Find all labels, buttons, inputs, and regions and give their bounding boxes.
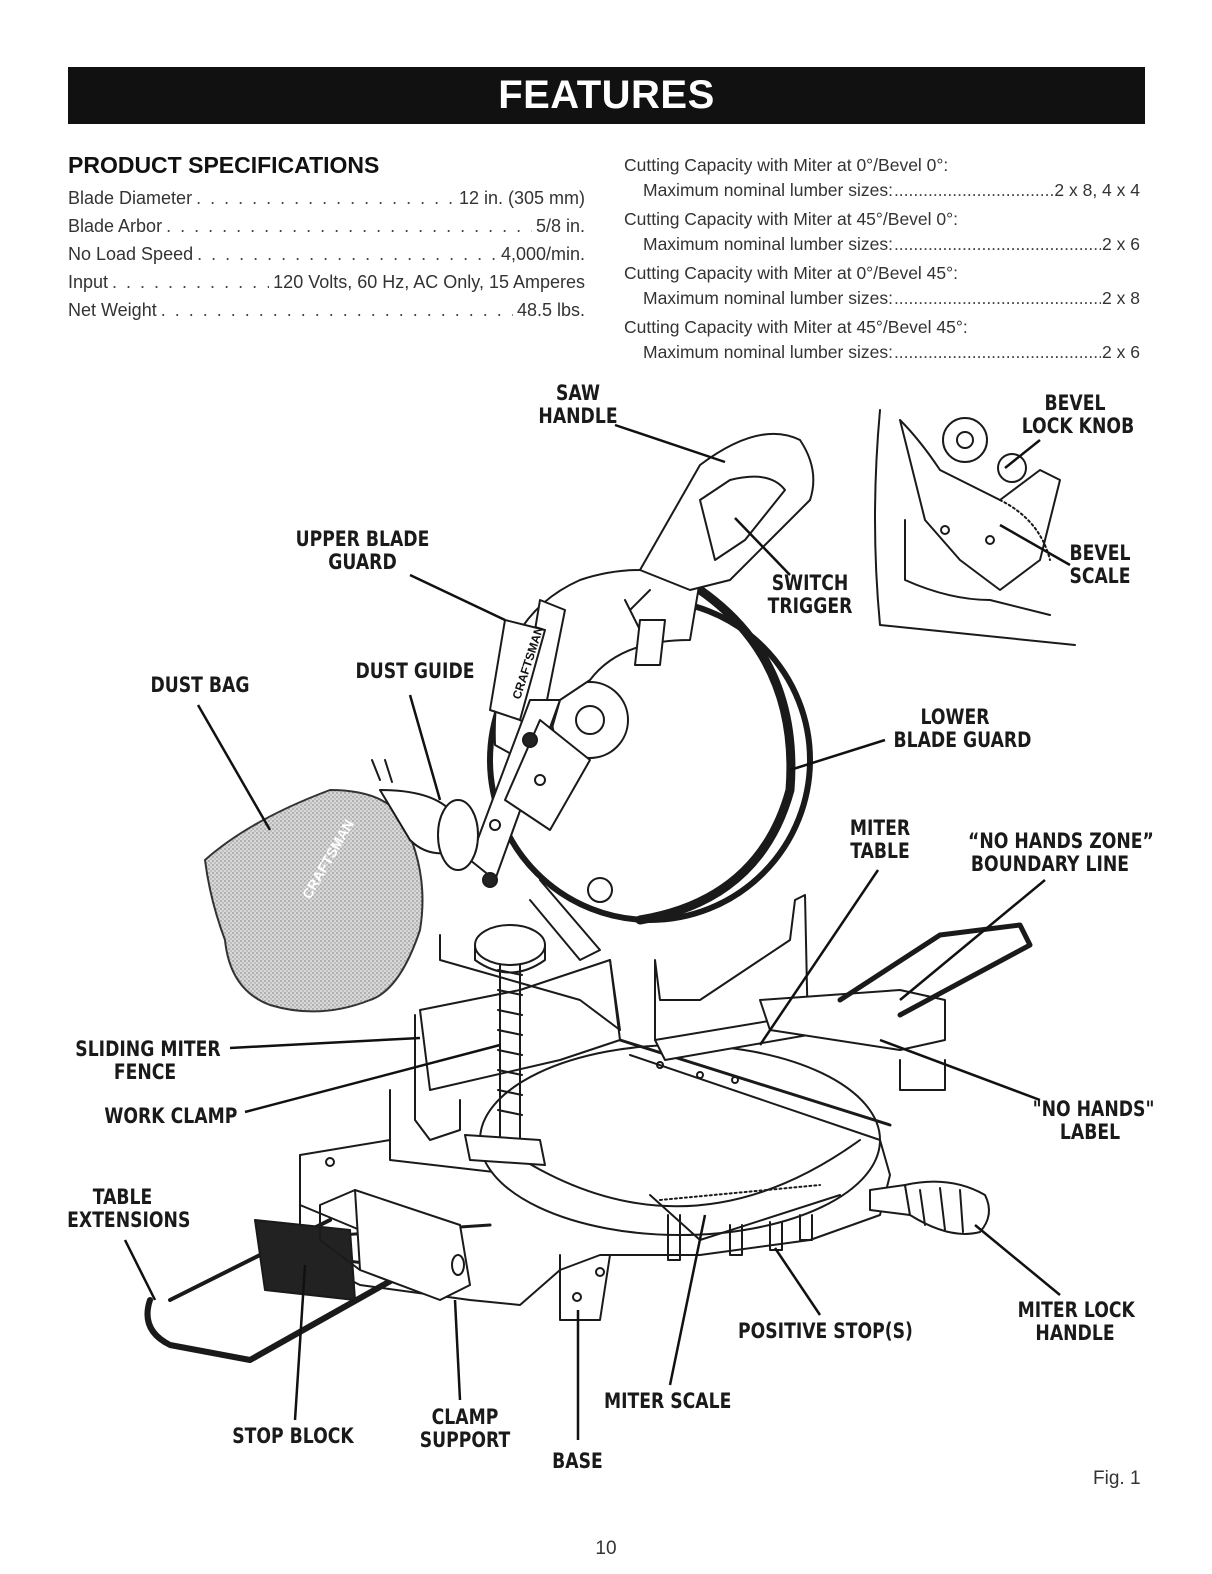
figure-label: Fig. 1 (1093, 1468, 1141, 1489)
product-specifications-heading: PRODUCT SPECIFICATIONS (68, 152, 380, 178)
callout-line: GUARD (328, 550, 397, 574)
callout-sliding-miter-fence: SLIDING MITER FENCE (75, 1037, 221, 1084)
spec-value: 12 in. (305 mm) (458, 188, 585, 208)
callout-line: SCALE (1069, 564, 1131, 588)
spec-label: Input (68, 272, 109, 292)
saw-handle-shape (469, 432, 815, 961)
capacity-heading: Cutting Capacity with Miter at 0°/Bevel … (624, 155, 949, 175)
callout-line: STOP BLOCK (232, 1424, 354, 1448)
callout-line: POSITIVE STOP(S) (738, 1319, 913, 1343)
callout-line: SLIDING MITER (75, 1037, 221, 1061)
callout-line: CLAMP (431, 1405, 499, 1429)
callout-no-hands-zone: “NO HANDS ZONE” BOUNDARY LINE (968, 829, 1154, 876)
callout-line: MITER LOCK (1017, 1298, 1135, 1322)
capacity-value: 2 x 6 (1102, 342, 1140, 362)
capacity-row: Maximum nominal lumber sizes: 2 x 6 (643, 234, 1140, 255)
callout-line: BOUNDARY LINE (970, 852, 1130, 876)
callout-line: BASE (552, 1449, 603, 1473)
capacity-row: Maximum nominal lumber sizes: 2 x 6 (643, 342, 1140, 363)
callout-line: HANDLE (538, 404, 618, 428)
callout-line: TABLE (92, 1185, 153, 1209)
callout-line: FENCE (113, 1060, 177, 1084)
callout-line: TABLE (850, 839, 910, 863)
callout-line: BLADE GUARD (893, 728, 1032, 752)
capacity-label: Maximum nominal lumber sizes: (643, 342, 893, 362)
callout-lower-blade-guard: LOWER BLADE GUARD (893, 705, 1032, 752)
callout-line: “NO HANDS ZONE” (968, 829, 1154, 853)
table-extension-left (144, 1189, 492, 1363)
capacity-heading: Cutting Capacity with Miter at 45°/Bevel… (624, 209, 959, 229)
spec-value: 5/8 in. (535, 216, 585, 236)
spec-label: Net Weight (68, 300, 157, 320)
spec-value: 120 Volts, 60 Hz, AC Only, 15 Amperes (273, 272, 585, 292)
callout-positive-stops: POSITIVE STOP(S) (738, 1319, 913, 1343)
callout-bevel-scale: BEVEL SCALE (1063, 542, 1137, 588)
callout-clamp-support: CLAMP SUPPORT (416, 1406, 514, 1452)
callout-saw-handle: SAW HANDLE (533, 382, 623, 428)
spec-label: Blade Diameter (68, 188, 193, 208)
callout-table-extensions: TABLE EXTENSIONS (67, 1185, 191, 1232)
callout-switch-trigger: SWITCH TRIGGER (765, 572, 855, 618)
spec-label: No Load Speed (68, 244, 194, 264)
miter-lock-handle-shape (869, 1180, 990, 1235)
capacity-label: Maximum nominal lumber sizes: (643, 180, 893, 200)
callout-line: LOWER (920, 705, 990, 729)
work-clamp-shape (439, 924, 621, 1166)
leader-lines (123, 423, 1071, 1440)
capacity-value: 2 x 8, 4 x 4 (1054, 180, 1140, 200)
callout-line: DUST GUIDE (355, 659, 475, 683)
callout-line: MITER (849, 816, 911, 840)
features-banner: FEATURES (68, 67, 1145, 124)
callout-line: SAW (556, 381, 600, 405)
capacity-label: Maximum nominal lumber sizes: (643, 234, 893, 254)
capacity-row: Maximum nominal lumber sizes: 2 x 8, 4 x … (643, 180, 1140, 201)
table-extension-right (759, 922, 1033, 1091)
callout-no-hands-label: "NO HANDS" LABEL (1032, 1097, 1155, 1144)
callout-line: LOCK KNOB (1021, 414, 1135, 438)
callout-line: TRIGGER (767, 594, 853, 618)
callout-bevel-lock-knob: BEVEL LOCK KNOB (1021, 391, 1135, 438)
callout-line: SWITCH (771, 571, 849, 595)
callout-work-clamp: WORK CLAMP (104, 1104, 238, 1128)
callout-upper-blade-guard: UPPER BLADE GUARD (295, 528, 430, 574)
capacity-label: Maximum nominal lumber sizes: (643, 288, 893, 308)
spec-row-no-load-speed: No Load Speed 4,000/min. (68, 244, 585, 270)
capacity-heading: Cutting Capacity with Miter at 0°/Bevel … (624, 263, 959, 283)
callout-line: BEVEL (1044, 391, 1106, 415)
callout-line: MITER SCALE (603, 1389, 732, 1413)
spec-row-input: Input 120 Volts, 60 Hz, AC Only, 15 Amper… (68, 272, 585, 298)
capacity-value: 2 x 8 (1102, 288, 1140, 308)
callout-line: WORK CLAMP (104, 1104, 238, 1128)
callout-miter-lock-handle: MITER LOCK HANDLE (1017, 1298, 1135, 1345)
spec-label: Blade Arbor (68, 216, 163, 236)
callout-line: EXTENSIONS (67, 1208, 191, 1232)
capacity-heading: Cutting Capacity with Miter at 45°/Bevel… (624, 317, 968, 337)
spec-value: 48.5 lbs. (516, 300, 585, 320)
callout-base: BASE (547, 1450, 609, 1473)
callout-line: BEVEL (1069, 541, 1131, 565)
capacity-value: 2 x 6 (1102, 234, 1140, 254)
callout-line: DUST BAG (150, 673, 250, 697)
page-number: 10 (595, 1538, 617, 1559)
callout-dust-guide: DUST GUIDE (354, 660, 477, 683)
callout-line: HANDLE (1035, 1321, 1115, 1345)
dust-bag-shape: CRAFTSMAN (204, 759, 479, 1013)
spec-row-blade-arbor: Blade Arbor 5/8 in. (68, 216, 585, 242)
callout-line: "NO HANDS" (1032, 1097, 1155, 1121)
callout-miter-table: MITER TABLE (839, 817, 921, 863)
spec-value: 4,000/min. (500, 244, 585, 264)
callout-line: LABEL (1059, 1120, 1121, 1144)
capacity-row: Maximum nominal lumber sizes: 2 x 8 (643, 288, 1140, 309)
callout-line: UPPER BLADE (295, 527, 430, 551)
spec-row-blade-diameter: Blade Diameter 12 in. (305 mm) (68, 188, 585, 214)
spec-row-net-weight: Net Weight 48.5 lbs. (68, 300, 585, 326)
callout-miter-scale: MITER SCALE (604, 1390, 731, 1413)
bevel-inset (874, 409, 1076, 646)
callout-stop-block: STOP BLOCK (232, 1425, 355, 1448)
callout-dust-bag: DUST BAG (147, 674, 254, 697)
callout-line: SUPPORT (419, 1428, 511, 1452)
